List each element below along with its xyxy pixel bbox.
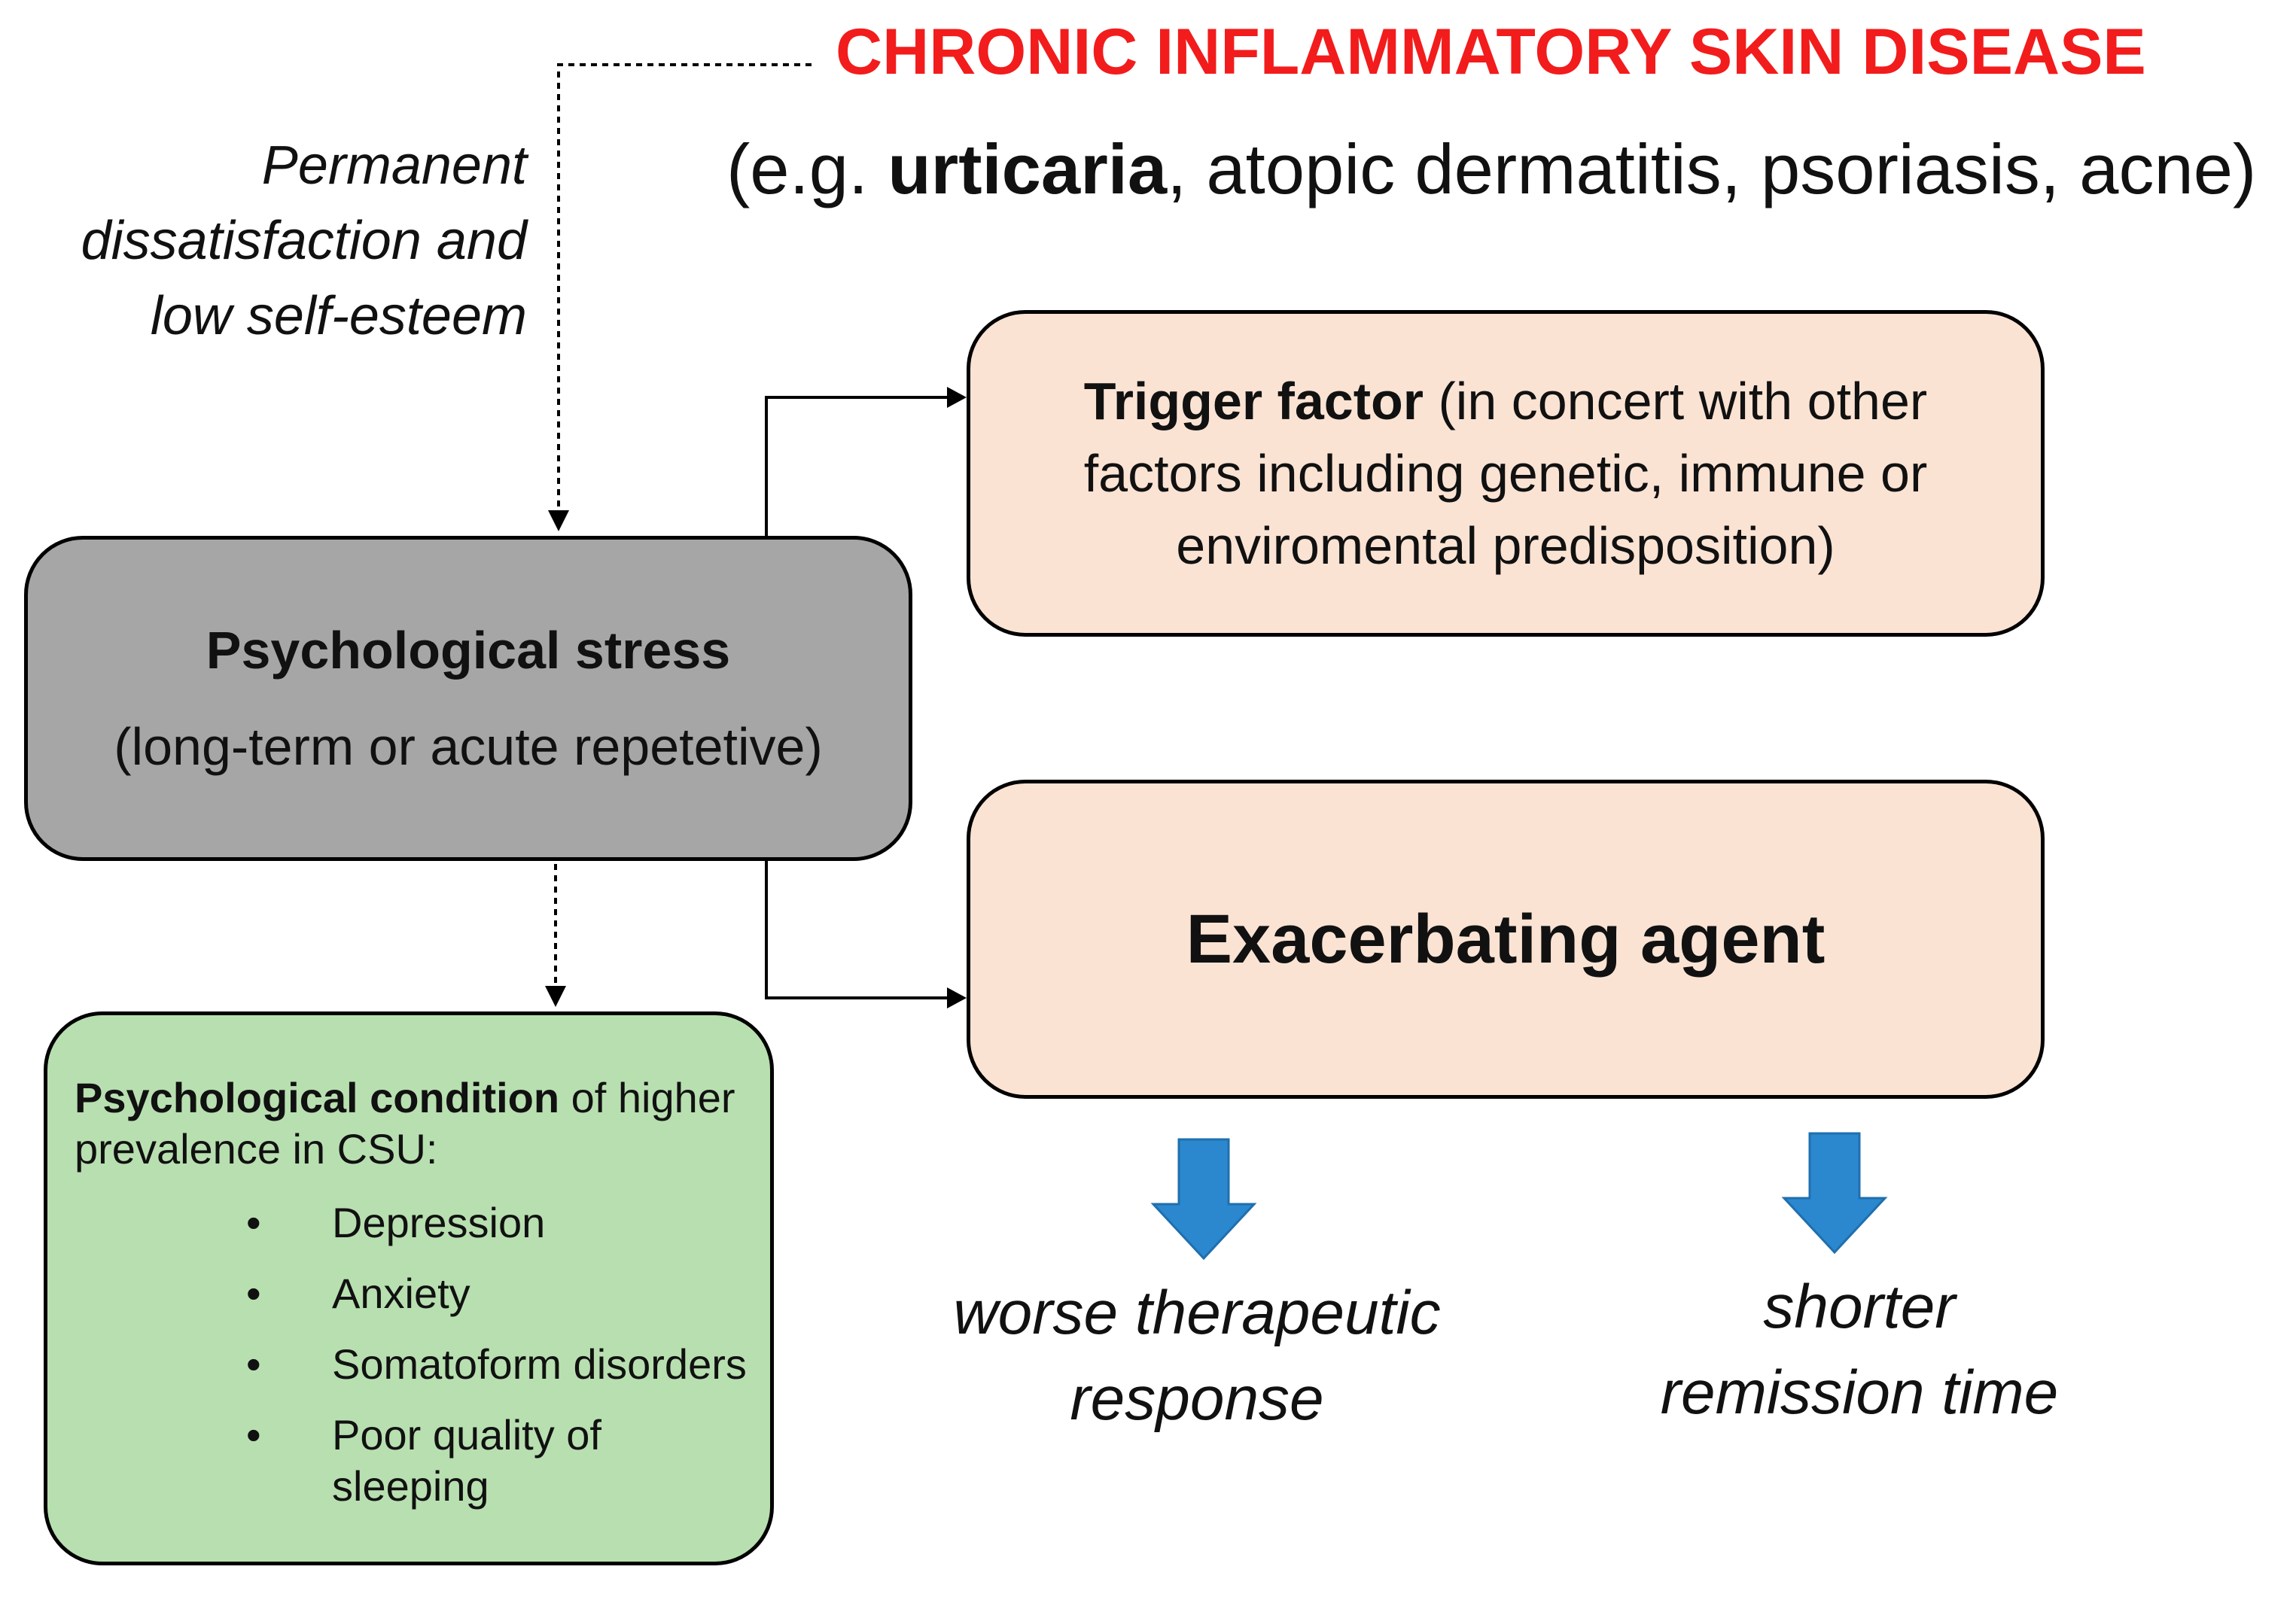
condition-list: • Depression • Anxiety • Somatoform disorde… bbox=[75, 1197, 748, 1512]
arrowhead-into-stress bbox=[548, 510, 569, 531]
outcome-worse-response: worse therapeutic response bbox=[911, 1270, 1483, 1442]
arrowhead-into-condition bbox=[545, 986, 566, 1007]
examples-prefix: (e.g. bbox=[726, 129, 888, 208]
arrowhead-into-exacerbating bbox=[947, 987, 967, 1008]
permanent-line: low self-esteem bbox=[150, 286, 527, 346]
blue-down-arrow-left bbox=[1150, 1138, 1257, 1261]
outcome-line: remission time bbox=[1660, 1358, 2059, 1427]
psychological-condition-box: Psychological condition of higher preval… bbox=[44, 1011, 774, 1565]
connector-stress-to-exacerbating bbox=[765, 817, 950, 999]
trigger-text-3: enviromental predisposition) bbox=[1176, 516, 1835, 575]
permanent-dissatisfaction-label: Permanent dissatisfaction and low self-e… bbox=[15, 128, 527, 354]
trigger-text-1: (in concert with other bbox=[1424, 372, 1928, 430]
outcome-line: worse therapeutic bbox=[953, 1279, 1441, 1347]
trigger-text: Trigger factor (in concert with other fa… bbox=[1084, 365, 1928, 582]
trigger-factor-box: Trigger factor (in concert with other fa… bbox=[967, 310, 2045, 637]
outcome-line: shorter bbox=[1763, 1273, 1956, 1341]
stress-heading: Psychological stress bbox=[206, 621, 731, 680]
stress-subtitle: (long-term or acute repetetive) bbox=[114, 717, 823, 776]
bullet: • bbox=[246, 1270, 261, 1317]
trigger-bold: Trigger factor bbox=[1083, 372, 1424, 430]
examples-highlight: urticaria bbox=[888, 129, 1168, 208]
condition-intro: Psychological condition of higher preval… bbox=[75, 1072, 748, 1175]
outcome-line: response bbox=[1070, 1364, 1324, 1433]
condition-bold: Psychological condition bbox=[75, 1074, 560, 1121]
condition-text: of higher prevalence in CSU: bbox=[75, 1074, 735, 1173]
outcome-shorter-remission: shorter remission time bbox=[1611, 1264, 2108, 1436]
list-item-label: Anxiety bbox=[332, 1270, 470, 1317]
examples-rest: , atopic dermatitis, psoriasis, acne) bbox=[1167, 129, 2257, 208]
connector-stress-to-trigger bbox=[765, 396, 950, 581]
list-item-label: Poor quality of sleeping bbox=[332, 1411, 601, 1510]
bullet: • bbox=[246, 1199, 261, 1246]
list-item-label: Depression bbox=[332, 1199, 546, 1246]
exacerbating-agent-box: Exacerbating agent bbox=[967, 780, 2045, 1099]
bullet: • bbox=[246, 1411, 261, 1459]
list-item: • Somatoform disorders bbox=[75, 1339, 748, 1390]
main-title: CHRONIC INFLAMMATORY SKIN DISEASE bbox=[836, 16, 2146, 88]
bullet: • bbox=[246, 1340, 261, 1388]
exacerbating-label: Exacerbating agent bbox=[1186, 900, 1826, 978]
psychological-stress-box: Psychological stress (long-term or acute… bbox=[24, 536, 912, 861]
permanent-line: Permanent bbox=[261, 135, 527, 196]
arrowhead-into-trigger bbox=[947, 387, 967, 408]
list-item: • Poor quality of sleeping bbox=[75, 1410, 723, 1512]
dotted-connector-title-to-stress bbox=[557, 63, 812, 513]
disease-examples: (e.g. urticaria, atopic dermatitis, psor… bbox=[726, 120, 2292, 218]
list-item: • Depression bbox=[75, 1197, 748, 1249]
permanent-line: dissatisfaction and bbox=[81, 211, 527, 271]
trigger-text-2: factors including genetic, immune or bbox=[1083, 444, 1928, 503]
blue-down-arrow-right bbox=[1781, 1132, 1888, 1255]
list-item: • Anxiety bbox=[75, 1268, 748, 1319]
list-item-label: Somatoform disorders bbox=[332, 1340, 747, 1388]
